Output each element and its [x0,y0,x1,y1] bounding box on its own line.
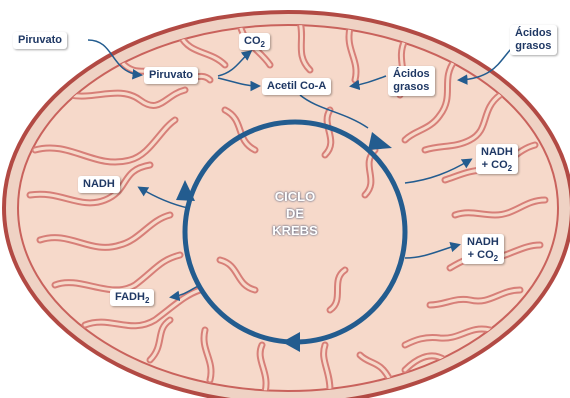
label-fadh2: FADH2 [110,289,154,306]
label-piruvato-inner: Piruvato [144,67,198,84]
label-co2-top: CO2 [239,33,270,50]
label-piruvato-outer: Piruvato [13,32,67,49]
label-nadh-left: NADH [78,176,120,193]
label-acidos-grasos-outer: Ácidos grasos [510,25,557,55]
title-line-3: KREBS [255,222,335,239]
title-line-2: DE [255,205,335,222]
krebs-cycle-title: CICLO DE KREBS [255,188,335,239]
label-nadh-co2-2: NADH + CO2 [462,234,504,264]
label-acetil-coa: Acetil Co-A [262,78,331,95]
label-nadh-co2-1: NADH + CO2 [476,144,518,174]
title-line-1: CICLO [255,188,335,205]
label-acidos-grasos-inner: Ácidos grasos [388,66,435,96]
